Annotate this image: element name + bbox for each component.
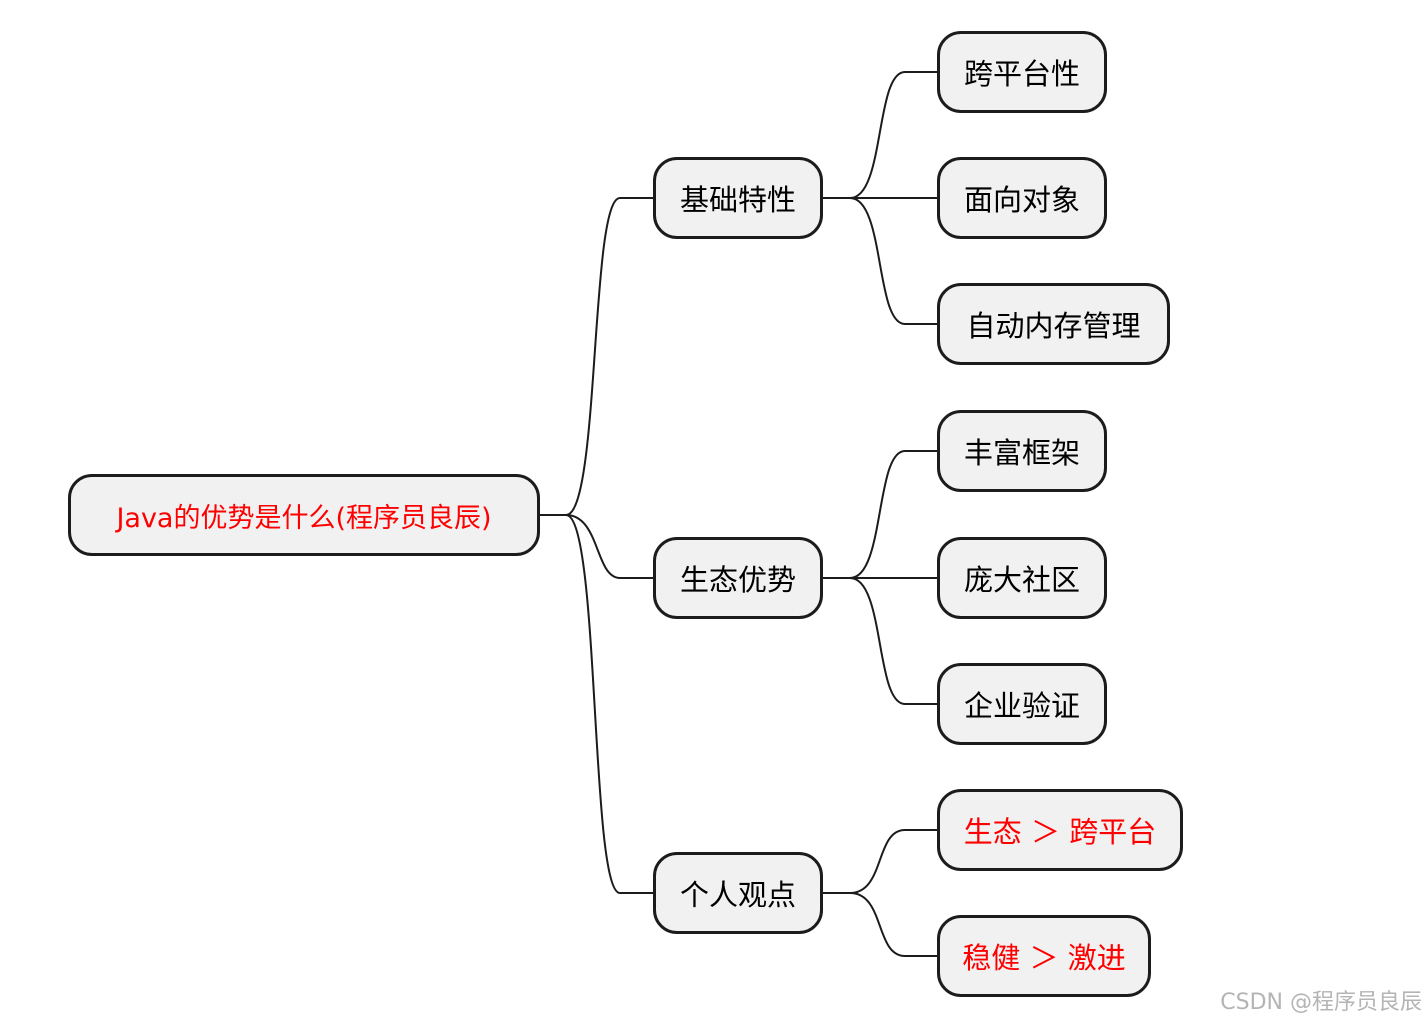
leaf-node-memory-management: 自动内存管理 <box>937 283 1170 365</box>
branch-node-basic-features: 基础特性 <box>653 157 823 239</box>
leaf-node-object-oriented: 面向对象 <box>937 157 1107 239</box>
leaf-node-ecosystem-over-cross-platform: 生态 ＞ 跨平台 <box>937 789 1183 871</box>
edge-branch-2-leaf-1 <box>823 450 937 579</box>
edge-root-branch-2 <box>540 514 653 579</box>
edge-branch-3-leaf-1 <box>823 829 937 894</box>
leaf-node-stable-over-aggressive: 稳健 ＞ 激进 <box>937 915 1151 997</box>
edge-branch-1-leaf-1 <box>823 71 937 199</box>
edge-branch-3-leaf-2 <box>823 892 937 957</box>
leaf-node-rich-frameworks: 丰富框架 <box>937 410 1107 492</box>
edge-branch-1-leaf-3 <box>823 197 937 325</box>
watermark: CSDN @程序员良辰 <box>1220 990 1422 1015</box>
branch-node-ecosystem-advantages: 生态优势 <box>653 537 823 619</box>
edge-root-branch-1 <box>540 197 653 516</box>
leaf-node-cross-platform: 跨平台性 <box>937 31 1107 113</box>
branch-node-personal-views: 个人观点 <box>653 852 823 934</box>
leaf-node-large-community: 庞大社区 <box>937 537 1107 619</box>
edge-root-branch-3 <box>540 514 653 894</box>
root-node: Java的优势是什么(程序员良辰) <box>68 474 540 556</box>
leaf-node-enterprise-proven: 企业验证 <box>937 663 1107 745</box>
edge-branch-2-leaf-3 <box>823 577 937 705</box>
